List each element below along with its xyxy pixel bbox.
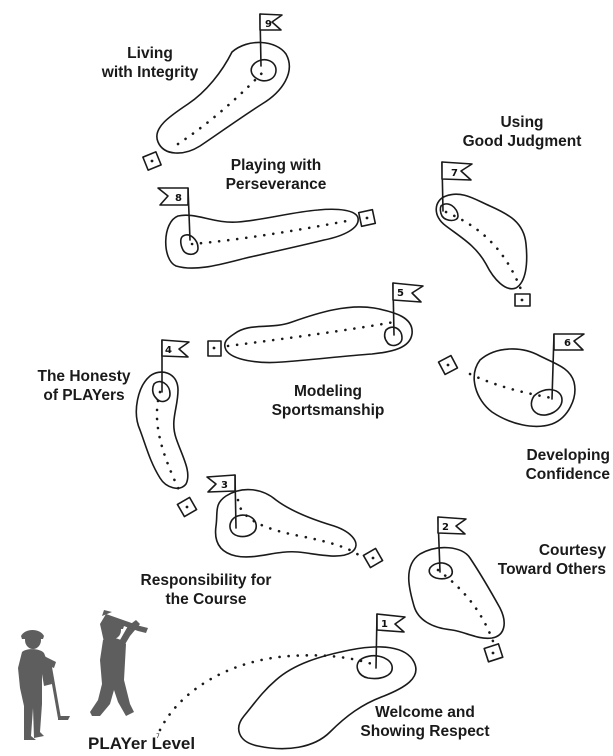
dots-2 [436, 568, 496, 646]
tee-5 [207, 340, 222, 357]
tee-9 [142, 151, 162, 171]
flag-1-icon [375, 613, 406, 669]
hole-9-label-line-2: with Integrity [101, 64, 199, 81]
hole-1 [158, 613, 417, 750]
hole-4 [135, 339, 198, 518]
hole-3-label: Responsibility for the Course [126, 571, 286, 609]
tee-4 [176, 496, 198, 518]
hole-8 [157, 187, 377, 269]
hole-3-label-line-2: the Course [165, 591, 247, 608]
fairway-4 [135, 371, 189, 490]
hole-4-label-line-2: of PLAYers [43, 387, 125, 404]
flag-number-5: 5 [397, 288, 404, 299]
hole-9-label-line-1: Living [127, 45, 173, 62]
flag-6-icon [551, 333, 585, 400]
green-9 [250, 58, 277, 82]
hole-1-label-line-1: Welcome and [375, 704, 475, 721]
flag-number-7: 7 [451, 168, 458, 179]
hole-2-label-line-1: Courtesy [538, 542, 606, 559]
tee-6 [437, 354, 459, 376]
green-1 [356, 654, 393, 680]
green-7 [439, 203, 459, 222]
hole-9 [142, 13, 291, 171]
tee-7 [514, 293, 531, 307]
fairway-2 [407, 546, 505, 640]
green-5 [383, 326, 403, 347]
fairway-8 [165, 208, 359, 269]
flag-number-2: 2 [442, 522, 449, 533]
flag-2-icon [437, 516, 467, 573]
flag-number-6: 6 [564, 338, 571, 349]
fairway-6 [473, 348, 576, 428]
dots-6 [468, 372, 554, 400]
player-level-label: PLAYer Level [88, 734, 196, 753]
green-2 [428, 562, 454, 580]
hole-3 [206, 474, 384, 569]
hole-6-label: Developing Confidence [498, 446, 610, 484]
hole-6-label-line-1: Developing [526, 447, 610, 464]
hole-8-label: Playing with Perseverance [214, 156, 338, 194]
hole-5-label-line-2: Sportsmanship [271, 402, 385, 419]
fairway-5 [223, 306, 413, 364]
hole-7 [435, 161, 531, 307]
green-3 [229, 514, 257, 538]
flag-8-icon [157, 187, 191, 241]
dots-7 [444, 210, 524, 294]
start-small-label: 7 [156, 733, 160, 740]
hole-7-label-line-2: Good Judgment [462, 133, 582, 150]
green-6 [530, 388, 563, 416]
fairway-3 [214, 488, 357, 558]
flag-5-icon [392, 282, 424, 336]
hole-5-label-line-1: Modeling [293, 383, 363, 400]
golfer-swinging-icon [90, 610, 148, 716]
hole-5 [207, 282, 424, 364]
green-4 [151, 380, 171, 403]
hole-7-label: Using Good Judgment [452, 113, 592, 151]
dots-4 [155, 390, 182, 494]
flag-number-9: 9 [265, 19, 272, 30]
hole-5-label: Modeling Sportsmanship [262, 382, 394, 420]
hole-2-label-line-2: Toward Others [497, 561, 606, 578]
tee-8 [357, 208, 377, 228]
hole-1-label-line-2: Showing Respect [360, 723, 490, 740]
dots-5 [226, 320, 396, 348]
hole-9-label: Living with Integrity [95, 44, 205, 82]
dots-9 [176, 68, 267, 146]
flag-3-icon [206, 474, 237, 529]
dots-1 [158, 654, 380, 732]
hole-2-label: Courtesy Toward Others [488, 541, 606, 579]
flag-number-3: 3 [221, 480, 228, 491]
hole-6 [437, 333, 585, 428]
tee-3 [362, 547, 384, 569]
hole-7-label-line-1: Using [500, 114, 544, 131]
hole-4-label-line-1: The Honesty [37, 368, 131, 385]
hole-1-label: Welcome and Showing Respect [352, 703, 498, 741]
hole-6-label-line-2: Confidence [525, 466, 610, 483]
hole-8-label-line-2: Perseverance [225, 176, 327, 193]
golfer-standing-icon [18, 630, 70, 740]
golfer-silhouettes [18, 610, 148, 740]
hole-4-label: The Honesty of PLAYers [28, 367, 140, 405]
fairway-1 [237, 646, 417, 750]
flag-7-icon [441, 161, 473, 212]
hole-2 [407, 516, 505, 663]
flag-9-icon [259, 13, 283, 67]
hole-8-label-line-1: Playing with [230, 157, 322, 174]
flag-number-1: 1 [381, 619, 388, 630]
flag-number-8: 8 [175, 193, 182, 204]
green-8 [179, 234, 199, 256]
flag-4-icon [161, 339, 190, 393]
fairway-7 [435, 193, 528, 290]
fairway-9 [156, 41, 291, 154]
dots-8 [190, 218, 354, 246]
hole-3-label-line-1: Responsibility for [140, 572, 272, 589]
flag-number-4: 4 [165, 345, 172, 356]
dots-3 [236, 498, 362, 558]
tee-2 [483, 643, 504, 663]
